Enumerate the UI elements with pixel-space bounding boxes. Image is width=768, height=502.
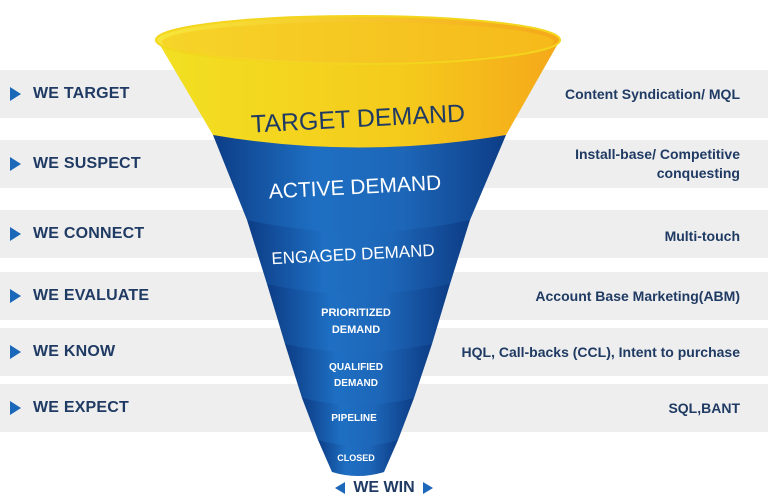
arrow-right-icon bbox=[422, 482, 433, 494]
row-label: WE SUSPECT bbox=[33, 155, 141, 172]
row-description: Account Base Marketing(ABM) bbox=[535, 287, 740, 304]
arrow-right-icon bbox=[10, 345, 21, 359]
funnel-segment-target bbox=[157, 40, 560, 148]
row-description: Content Syndication/ MQL bbox=[565, 85, 740, 102]
stage-label-qualified-line2: DEMAND bbox=[334, 378, 378, 389]
stage-label-prioritized-line1: PRIORITIZED bbox=[321, 307, 391, 319]
stage-label-prioritized-line2: DEMAND bbox=[332, 324, 380, 336]
arrow-left-icon bbox=[335, 482, 346, 494]
funnel-rim-inner bbox=[162, 22, 554, 62]
row-label: WE EVALUATE bbox=[33, 287, 150, 304]
row-left: WE EXPECT bbox=[10, 384, 129, 432]
funnel-segment-active bbox=[213, 122, 506, 232]
footer-label: WE WIN bbox=[353, 479, 415, 496]
stage-label-pipeline: PIPELINE bbox=[331, 413, 377, 424]
row-label: WE EXPECT bbox=[33, 399, 130, 416]
funnel-segment-qualified bbox=[285, 335, 432, 405]
funnel-segment-pipeline bbox=[302, 390, 414, 446]
row-description: Install-base/ Competitive conquesting bbox=[575, 146, 740, 181]
row-label: WE KNOW bbox=[33, 343, 116, 360]
funnel-segment-engaged bbox=[247, 209, 470, 294]
stage-label-closed: CLOSED bbox=[337, 453, 375, 463]
stage-label-qualified-line1: QUALIFIED bbox=[329, 362, 383, 373]
arrow-right-icon bbox=[10, 87, 21, 101]
row-left: WE KNOW bbox=[10, 328, 115, 376]
row-label: WE TARGET bbox=[33, 85, 130, 102]
arrow-right-icon bbox=[10, 401, 21, 415]
row-description: HQL, Call-backs (CCL), Intent to purchas… bbox=[461, 343, 740, 360]
row-left: WE CONNECT bbox=[10, 210, 144, 258]
arrow-right-icon bbox=[10, 227, 21, 241]
funnel-segment-prioritized bbox=[267, 274, 450, 352]
arrow-right-icon bbox=[10, 157, 21, 171]
row-left: WE EVALUATE bbox=[10, 272, 149, 320]
arrow-right-icon bbox=[10, 289, 21, 303]
footer: WE WIN bbox=[0, 476, 768, 500]
row-left: WE TARGET bbox=[10, 70, 130, 118]
row-description: SQL,BANT bbox=[668, 399, 740, 416]
row-label: WE CONNECT bbox=[33, 225, 145, 242]
row-description: Multi-touch bbox=[664, 227, 740, 244]
row-left: WE SUSPECT bbox=[10, 140, 141, 188]
